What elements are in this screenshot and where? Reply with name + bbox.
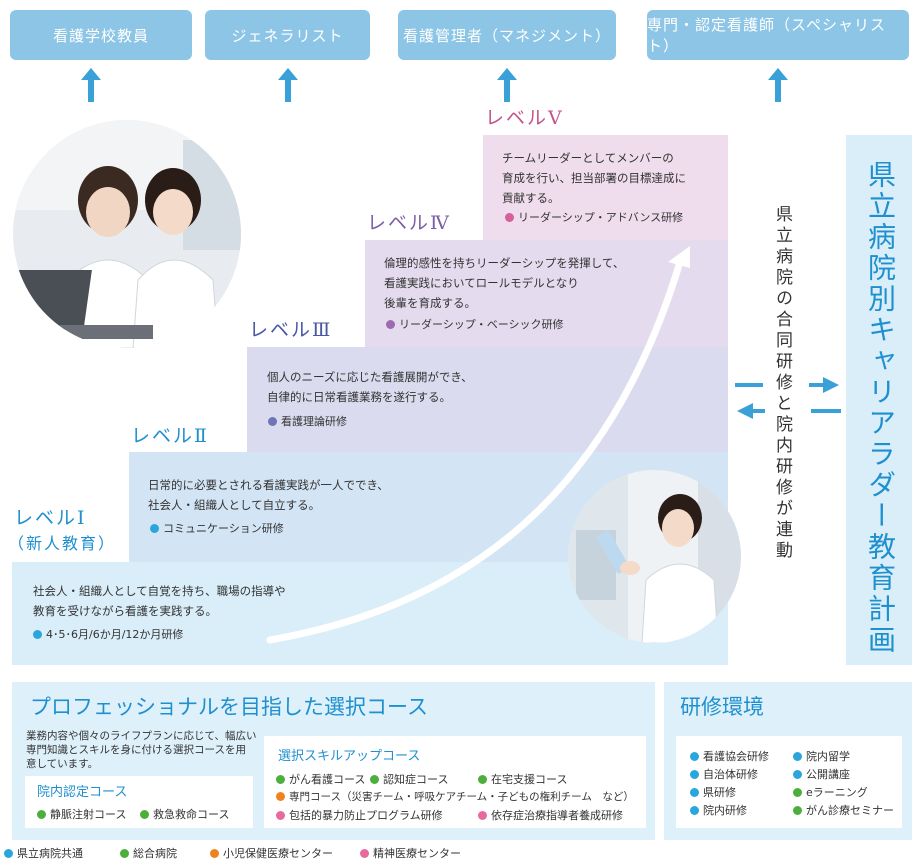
certification-course-box: [25, 776, 253, 828]
nurses-at-laptop-photo: [13, 120, 241, 348]
level-2-description: 日常的に必要とされる看護実践が一人ででき、社会人・組織人として自立する。: [148, 478, 389, 512]
level-1-subtitle: （新人教育）: [8, 534, 117, 553]
green-dot-icon: [370, 775, 379, 784]
legend-item: 精神医療センター: [360, 845, 461, 860]
env-item: 院内留学: [793, 748, 850, 764]
green-dot-icon: [120, 849, 129, 858]
career-box-generalist: ジェネラリスト: [205, 10, 370, 60]
level-5-training: リーダーシップ・アドバンス研修: [505, 209, 683, 225]
purple-dot-icon: [386, 320, 395, 329]
green-dot-icon: [478, 775, 487, 784]
cert-course-iv-injection: 静脈注射コース: [37, 806, 126, 822]
env-item: 院内研修: [690, 802, 747, 818]
level-5-title: レベルⅤ: [485, 107, 564, 129]
blue-dot-icon: [690, 752, 699, 761]
indigo-dot-icon: [268, 417, 277, 426]
skill-course-item: 認知症コース: [370, 771, 448, 787]
skill-course-item: 包括的暴力防止プログラム研修: [276, 807, 443, 823]
blue-dot-icon: [690, 788, 699, 797]
career-box-specialist: 専門・認定看護師（スペシャリスト）: [647, 10, 909, 60]
env-item: がん診療セミナー: [793, 802, 894, 818]
level-3-title: レベルⅢ: [249, 319, 333, 341]
certification-course-title: 院内認定コース: [37, 785, 128, 800]
skill-course-item: 専門コース（災害チーム・呼吸ケアチーム・子どもの権利チーム など）: [276, 789, 634, 804]
green-dot-icon: [793, 788, 802, 797]
blue-dot-icon: [4, 849, 13, 858]
green-dot-icon: [37, 810, 46, 819]
left-arrow-icon: [737, 403, 841, 419]
legend-item: 小児保健医療センター: [210, 845, 333, 860]
green-dot-icon: [140, 810, 149, 819]
env-item: 看護協会研修: [690, 748, 769, 764]
skill-course-item: がん看護コース: [276, 771, 365, 787]
blue-dot-icon: [793, 752, 802, 761]
linked-training-label: 県立病院の合同研修と院内研修が連動: [772, 205, 792, 562]
level-1-description: 社会人・組織人として自覚を持ち、職場の指導や教育を受けながら看護を実践する。: [33, 584, 286, 618]
skill-course-title: 選択スキルアップコース: [278, 749, 421, 764]
level-3-description: 個人のニーズに応じた看護展開ができ、自律的に日常看護業務を遂行する。: [267, 370, 473, 404]
environment-panel-title: 研修環境: [680, 695, 764, 719]
up-arrow-icon: [495, 66, 519, 104]
level-2-training: コミュニケーション研修: [150, 520, 284, 536]
up-arrow-icon: [276, 66, 300, 104]
blue-dot-icon: [690, 770, 699, 779]
career-ladder-plan-box: [846, 135, 912, 665]
level-1-training: 4･5･6月/6か月/12か月研修: [33, 626, 183, 642]
skill-course-item: 依存症治療指導者養成研修: [478, 807, 623, 823]
env-item: 県研修: [690, 784, 736, 800]
env-item: eラーニング: [793, 784, 868, 800]
level-4-title: レベルⅣ: [367, 212, 451, 234]
orange-dot-icon: [210, 849, 219, 858]
level-2-title: レベルⅡ: [131, 425, 209, 447]
blue-dot-icon: [33, 630, 42, 639]
career-box-teacher: 看護学校教員: [10, 10, 192, 60]
pink-dot-icon: [505, 213, 514, 222]
blue-dot-icon: [793, 770, 802, 779]
skill-course-item: 在宅支援コース: [478, 771, 567, 787]
level-4-description: 倫理的感性を持ちリーダーシップを発揮して、看護実践においてロールモデルとなり後輩…: [384, 256, 625, 310]
env-item: 自治体研修: [690, 766, 758, 782]
green-dot-icon: [276, 775, 285, 784]
pink-dot-icon: [478, 811, 487, 820]
career-box-management: 看護管理者（マネジメント）: [398, 10, 616, 60]
blue-dot-icon: [150, 524, 159, 533]
level-3-training: 看護理論研修: [268, 413, 347, 429]
skill-course-box: [264, 736, 646, 828]
up-arrow-icon: [79, 66, 103, 104]
environment-list-box: [676, 736, 902, 828]
level-4-training: リーダーシップ・ベーシック研修: [386, 316, 564, 332]
blue-dot-icon: [690, 806, 699, 815]
orange-dot-icon: [276, 792, 285, 801]
green-dot-icon: [793, 806, 802, 815]
pink-dot-icon: [276, 811, 285, 820]
right-arrow-icon: [735, 377, 839, 393]
level-5-description: チームリーダーとしてメンバーの育成を行い、担当部署の目標達成に貢献する。: [502, 151, 686, 205]
env-item: 公開講座: [793, 766, 850, 782]
legend-item: 総合病院: [120, 845, 177, 860]
up-arrow-icon: [766, 66, 790, 104]
level-1-title: レベルⅠ: [14, 507, 87, 529]
nurse-with-bottle-photo: [568, 470, 741, 643]
career-ladder-plan-title: 県立病院別キャリアラダー教育計画: [864, 160, 897, 656]
course-description: 業務内容や個々のライフプランに応じて、幅広い専門知識とスキルを身に付ける選択コー…: [26, 730, 257, 770]
level-5-box: [483, 135, 728, 240]
course-panel-title: プロフェッショナルを目指した選択コース: [30, 695, 428, 719]
pink-dot-icon: [360, 849, 369, 858]
cert-course-emergency: 救急救命コース: [140, 806, 229, 822]
level-3-box: [247, 347, 728, 452]
legend-item: 県立病院共通: [4, 845, 83, 860]
